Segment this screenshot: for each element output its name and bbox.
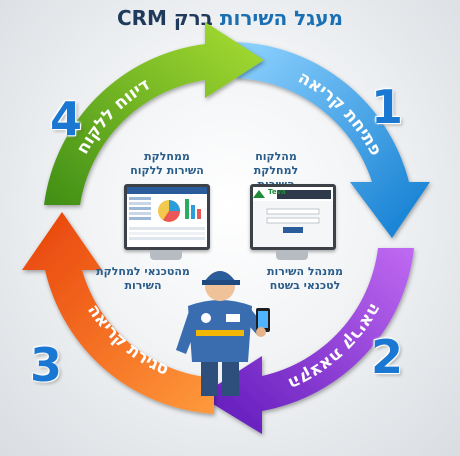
dashboard-monitor-stand xyxy=(150,250,182,260)
title-main: מעגל השירות xyxy=(219,6,344,30)
note-service-to-customer: ממחלקת השירות ללקוח xyxy=(130,150,204,177)
note-manager-to-technician: ממנהל השירות לטכנאי בשטח xyxy=(267,265,343,292)
dashboard-monitor xyxy=(124,184,210,250)
step-4-number: 4 xyxy=(50,92,83,146)
step-2-number: 2 xyxy=(371,330,404,384)
dashboard-screen-graphic xyxy=(127,187,207,240)
diagram-title: מעגל השירות ברק CRM xyxy=(0,6,460,30)
step-1-number: 1 xyxy=(371,80,404,134)
arrow-step-2 xyxy=(200,248,414,434)
arrow-step-1 xyxy=(236,42,430,238)
teva-logo-icon xyxy=(253,190,265,198)
technician-figure xyxy=(176,271,270,396)
arrow-step-4 xyxy=(44,22,264,205)
login-logo-text: Teva xyxy=(268,188,286,196)
note-technician-to-service: מהטכנאי למחלקת השירות xyxy=(96,265,190,292)
login-monitor: Teva xyxy=(250,184,336,250)
login-monitor-stand xyxy=(276,250,308,260)
login-screen-graphic xyxy=(253,187,333,247)
step-3-number: 3 xyxy=(30,338,63,392)
arrow-step-3 xyxy=(22,212,214,414)
